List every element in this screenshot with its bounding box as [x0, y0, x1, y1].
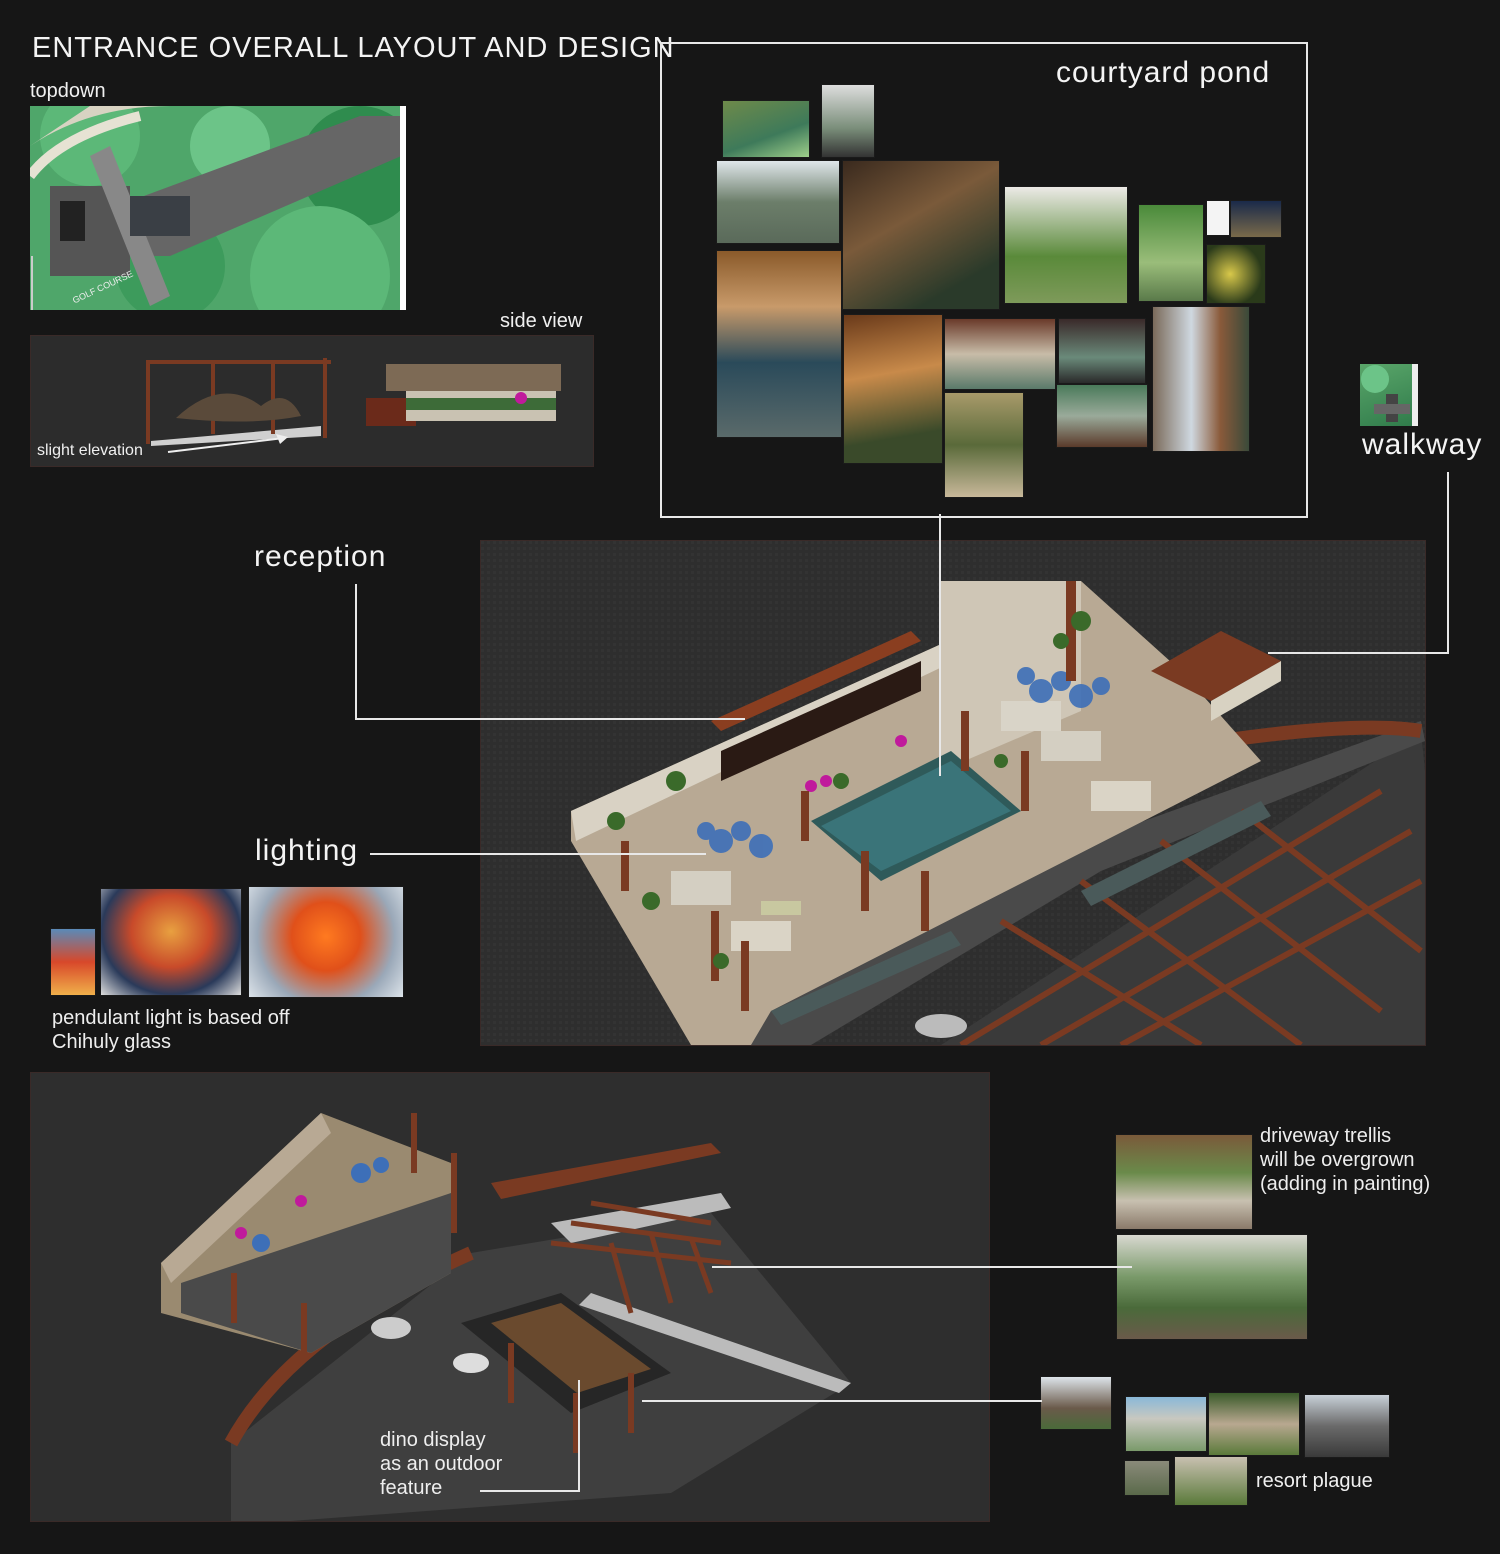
pendulant-caption: pendulant light is based off Chihuly gla…: [52, 1006, 290, 1054]
courtyard-photo: [842, 160, 1000, 310]
resort-sign-photo: [1040, 1376, 1112, 1430]
walkway-label: walkway: [1362, 428, 1483, 461]
dino-caption-line: as an outdoor: [380, 1453, 503, 1475]
resort-sign-photo: [1125, 1396, 1207, 1452]
walkway-leader: [1447, 472, 1449, 654]
reception-leader: [355, 718, 745, 720]
dino-caption-line: dino display: [380, 1429, 486, 1451]
trellis-caption-line: will be overgrown: [1260, 1149, 1415, 1171]
courtyard-photo: [944, 318, 1056, 390]
chihuly-photo: [100, 888, 242, 996]
topdown-plan: GOLF COURSE: [30, 106, 406, 310]
resort-sign-photo: [1208, 1392, 1300, 1456]
courtyard-photo: [1058, 318, 1146, 384]
trellis-photo: [1115, 1134, 1253, 1230]
courtyard-photo: [716, 160, 840, 244]
resort-plague-label: resort plague: [1256, 1470, 1373, 1492]
courtyard-pond-moodboard: [660, 42, 1308, 518]
lighting-leader: [370, 853, 706, 855]
lighting-label: lighting: [255, 834, 359, 867]
courtyard-photo: [1138, 204, 1204, 302]
courtyard-photo: [716, 250, 842, 438]
driveway-render: [30, 1072, 990, 1522]
resort-sign-photo: [1124, 1460, 1170, 1496]
courtyard-photo: [1056, 384, 1148, 448]
resort-sign-photo: [1304, 1394, 1390, 1458]
chihuly-photo: [50, 928, 96, 996]
dino-leader: [480, 1490, 580, 1492]
courtyard-pond-label: courtyard pond: [1056, 56, 1271, 89]
courtyard-photo: [1206, 200, 1230, 236]
courtyard-photo: [1004, 186, 1128, 304]
trellis-leader: [712, 1266, 1132, 1268]
side-view-label: side view: [500, 310, 583, 332]
courtyard-photo: [1230, 200, 1282, 238]
reception-label: reception: [254, 540, 387, 573]
chihuly-photo: [248, 886, 404, 998]
trellis-caption-line: driveway trellis: [1260, 1125, 1392, 1147]
pendulant-caption-line: Chihuly glass: [52, 1031, 171, 1053]
side-view-render: slight elevation: [30, 335, 594, 467]
courtyard-leader: [939, 514, 941, 776]
topdown-label: topdown: [30, 80, 106, 102]
slight-elevation-label: slight elevation: [37, 442, 143, 459]
entrance-main-render: [480, 540, 1426, 1046]
trellis-caption-line: (adding in painting): [1260, 1173, 1431, 1195]
arrow-right-icon: [167, 434, 288, 453]
reception-leader: [355, 584, 357, 720]
courtyard-photo: [1152, 306, 1250, 452]
walkway-thumbnail: [1360, 364, 1418, 426]
resort-leader: [642, 1400, 1042, 1402]
pendulant-caption-line: pendulant light is based off: [52, 1007, 290, 1029]
dino-caption: dino display as an outdoor feature: [380, 1428, 502, 1500]
courtyard-photo: [944, 392, 1024, 498]
courtyard-photo: [821, 84, 875, 158]
walkway-leader: [1268, 652, 1449, 654]
trellis-photo: [1116, 1234, 1308, 1340]
courtyard-photo: [1206, 244, 1266, 304]
page-title: ENTRANCE OVERALL LAYOUT AND DESIGN: [32, 32, 675, 64]
courtyard-photo: [722, 100, 810, 158]
courtyard-photo: [843, 314, 943, 464]
dino-leader: [578, 1380, 580, 1492]
dino-caption-line: feature: [380, 1477, 443, 1499]
resort-sign-photo: [1174, 1456, 1248, 1506]
trellis-caption: driveway trellis will be overgrown (addi…: [1260, 1124, 1430, 1196]
